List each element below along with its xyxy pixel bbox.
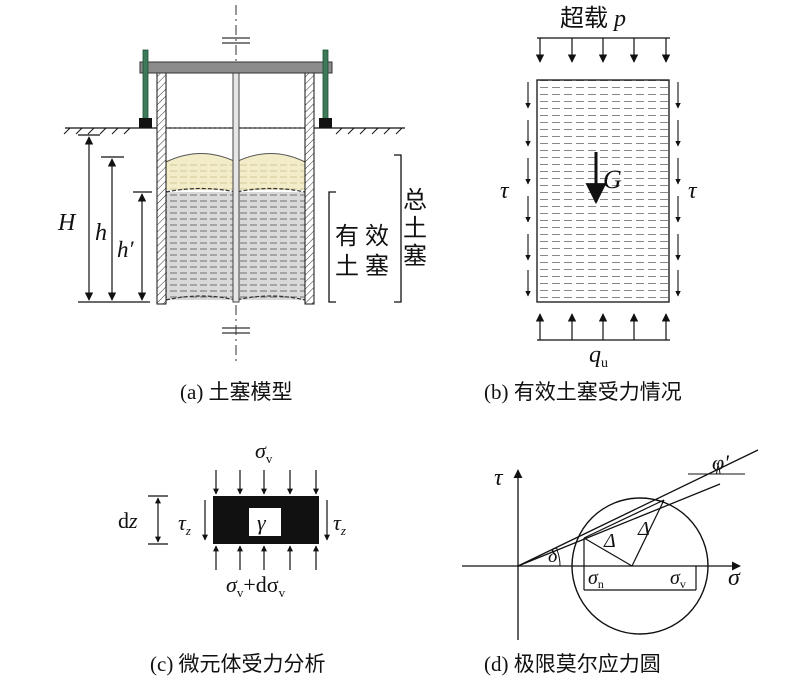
- label-total-plug-line3: 塞: [403, 243, 427, 270]
- label-tau-z-right: τz: [333, 510, 346, 538]
- surcharge-arrows: [535, 38, 671, 63]
- label-axis-tau: τ: [494, 465, 504, 491]
- dimension-h-prime: [133, 191, 152, 301]
- bolt-right: [322, 49, 329, 123]
- caption-panel-b: (b) 有效土塞受力情况: [484, 380, 682, 404]
- label-sigma-v: σv: [670, 567, 686, 591]
- loading-rod: [232, 71, 240, 303]
- top-stress-arrows: [213, 470, 319, 495]
- construction-lines: [583, 499, 697, 591]
- label-h: h: [95, 220, 107, 246]
- soil-plug-top-boundary: [165, 187, 306, 193]
- panel-c-element-analysis: σv γ τz τz dz: [118, 438, 346, 600]
- dimension-h: [101, 156, 124, 301]
- caption-panel-c: (c) 微元体受力分析: [150, 652, 326, 676]
- label-axis-sigma: σ: [728, 565, 741, 591]
- label-tau-z-left: τz: [178, 510, 191, 538]
- label-effective-plug-line1: 有 效: [335, 223, 389, 250]
- label-delta: δ: [548, 545, 558, 567]
- phi-angle-arc: [716, 462, 721, 475]
- dimension-dz: [148, 495, 168, 545]
- bracket-total-plug: [394, 154, 402, 303]
- label-Delta-2: Δ: [637, 518, 650, 540]
- pipe-wall-left: [156, 71, 167, 305]
- label-H: H: [57, 210, 77, 236]
- label-effective-plug-line2: 土 塞: [335, 253, 389, 280]
- label-base-qu: qu: [589, 342, 608, 371]
- label-tau-right: τ: [688, 178, 698, 204]
- support-block-left: [139, 118, 152, 128]
- caption-panel-d: (d) 极限莫尔应力圆: [484, 652, 661, 676]
- label-sigma-v-top: σv: [255, 438, 273, 466]
- label-Delta-1: Δ: [603, 530, 616, 552]
- base-resistance-arrows: [535, 313, 671, 340]
- caption-panel-a: (a) 土塞模型: [180, 380, 293, 404]
- mohr-circle: [571, 497, 709, 635]
- bracket-effective-plug: [328, 191, 336, 303]
- delta-angle-arc: [556, 549, 561, 567]
- loading-plate: [139, 61, 333, 74]
- label-total-plug-line1: 总: [403, 187, 427, 214]
- support-block-right: [319, 118, 332, 128]
- ground-hatch: [63, 127, 403, 135]
- label-sigma-v-bottom: σv+dσv: [226, 572, 286, 600]
- label-h-prime: h′: [117, 237, 135, 262]
- label-weight-G: G: [603, 165, 622, 194]
- panel-a-soil-plug-model: H h h′ 有 效 土 塞 总 土 塞: [57, 5, 427, 362]
- pipe-wall-right: [304, 71, 315, 305]
- failure-envelope-phi: [517, 449, 759, 567]
- label-gamma: γ: [257, 510, 267, 535]
- panel-b-effective-plug-forces: 超载 p τ τ G: [500, 5, 698, 371]
- unit-weight-box: [249, 508, 281, 536]
- bolt-left: [142, 49, 149, 123]
- label-sigma-n: σn: [588, 567, 604, 591]
- label-total-plug-line2: 土: [403, 215, 427, 242]
- wall-friction-line-delta: [517, 483, 721, 567]
- soil-plug-bottom-boundary: [165, 295, 306, 301]
- bottom-stress-arrows: [213, 545, 319, 570]
- label-phi-prime: φ': [712, 450, 729, 475]
- label-surcharge: 超载 p: [560, 5, 626, 32]
- label-dz: dz: [118, 508, 138, 533]
- panel-d-mohr-circle: τ σ φ' δ Δ Δ σn σv: [462, 449, 759, 640]
- side-shear-arrows: [202, 500, 330, 541]
- dimension-H: [78, 134, 150, 303]
- label-tau-left: τ: [500, 178, 510, 204]
